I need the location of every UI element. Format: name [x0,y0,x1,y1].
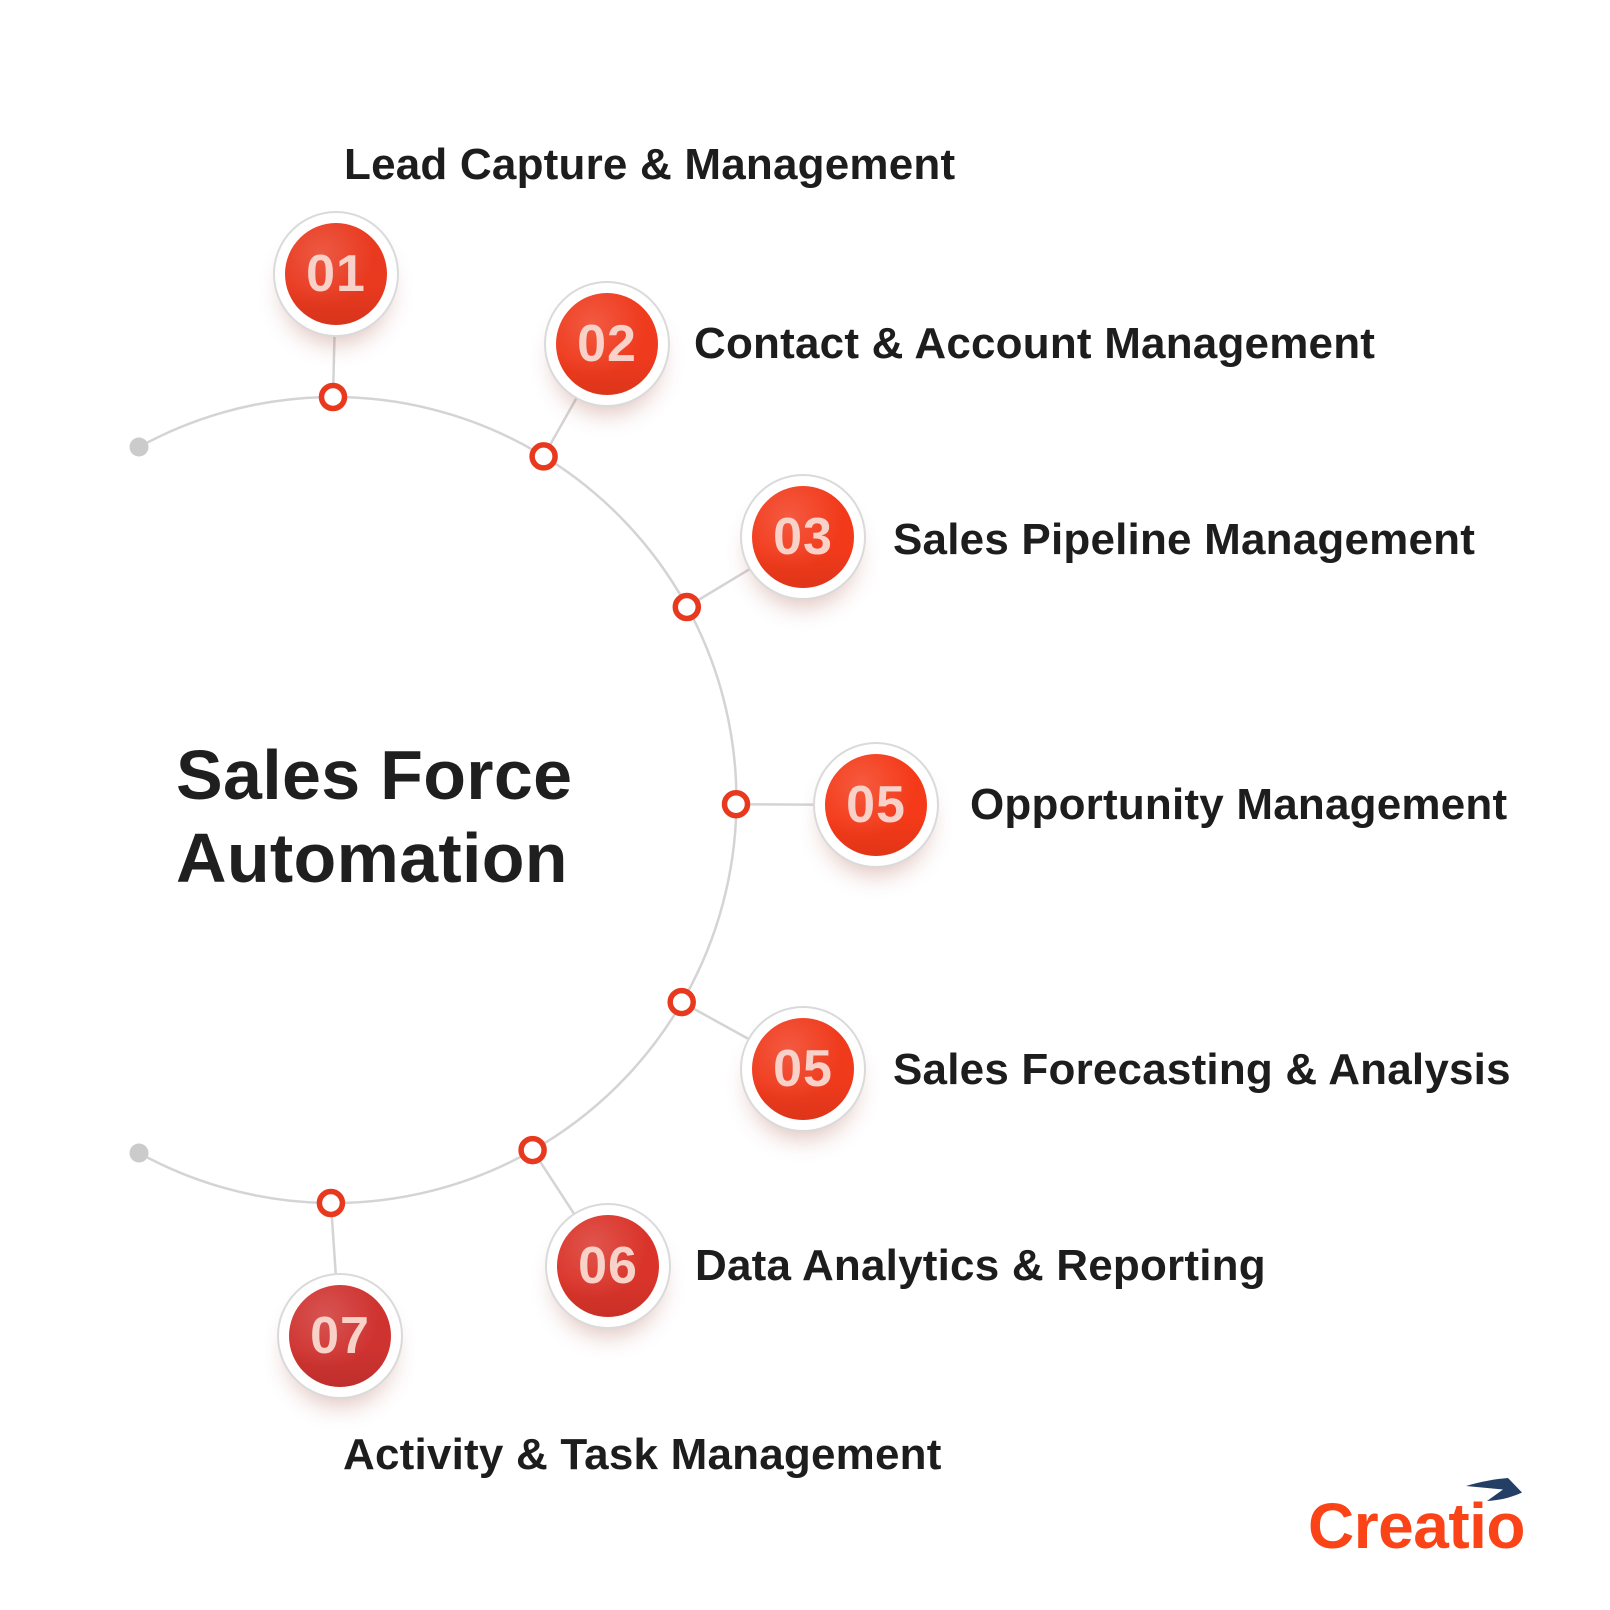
arc-endpoint-dot-bottom [129,1143,149,1163]
step-badge-07: 07 [277,1273,403,1399]
step-label-03: Sales Pipeline Management [893,515,1476,564]
step-badge-02-circle: 02 [556,293,658,395]
step-label-02: Contact & Account Management [694,319,1376,368]
step-badge-03-circle: 03 [752,486,854,588]
step-badge-04: 05 [813,742,939,868]
step-label-06: Data Analytics & Reporting [695,1241,1266,1290]
arc-node-ring-04 [721,789,751,819]
step-number-07: 07 [310,1307,370,1365]
page-title-line-2: Automation [176,819,568,897]
creatio-logo: Creatio [1308,1478,1526,1558]
step-number-01: 01 [306,245,366,303]
step-badge-01-circle: 01 [285,223,387,325]
page-title-line-1: Sales Force [176,736,573,814]
step-badge-05-circle: 05 [752,1018,854,1120]
step-badge-06-circle: 06 [557,1215,659,1317]
arc-node-ring-01 [318,382,348,412]
step-badge-02: 02 [544,281,670,407]
step-label-01: Lead Capture & Management [344,140,956,189]
step-badge-06: 06 [545,1203,671,1329]
step-badge-07-circle: 07 [289,1285,391,1387]
arc-node-ring-03 [672,592,702,622]
arc-node-ring-05 [667,987,696,1017]
step-number-04: 05 [846,776,906,834]
step-badge-04-circle: 05 [825,754,927,856]
step-number-05: 05 [773,1040,833,1098]
step-number-02: 02 [577,315,637,373]
step-number-03: 03 [773,508,833,566]
step-badge-03: 03 [740,474,866,600]
step-label-07: Activity & Task Management [343,1430,942,1479]
creatio-wordmark: Creatio [1308,1490,1526,1562]
step-label-05: Sales Forecasting & Analysis [893,1045,1511,1094]
step-label-04: Opportunity Management [970,780,1508,829]
creatio-arrow-icon [1466,1478,1522,1501]
step-badge-05: 05 [740,1006,866,1132]
arc-endpoint-dot-top [129,437,149,457]
step-badge-01: 01 [273,211,399,337]
step-number-06: 06 [578,1237,638,1295]
page-title: Sales Force Automation [176,734,572,900]
arc-node-ring-06 [518,1135,547,1165]
arc-node-ring-07 [316,1188,346,1218]
arc-node-ring-02 [529,442,558,471]
